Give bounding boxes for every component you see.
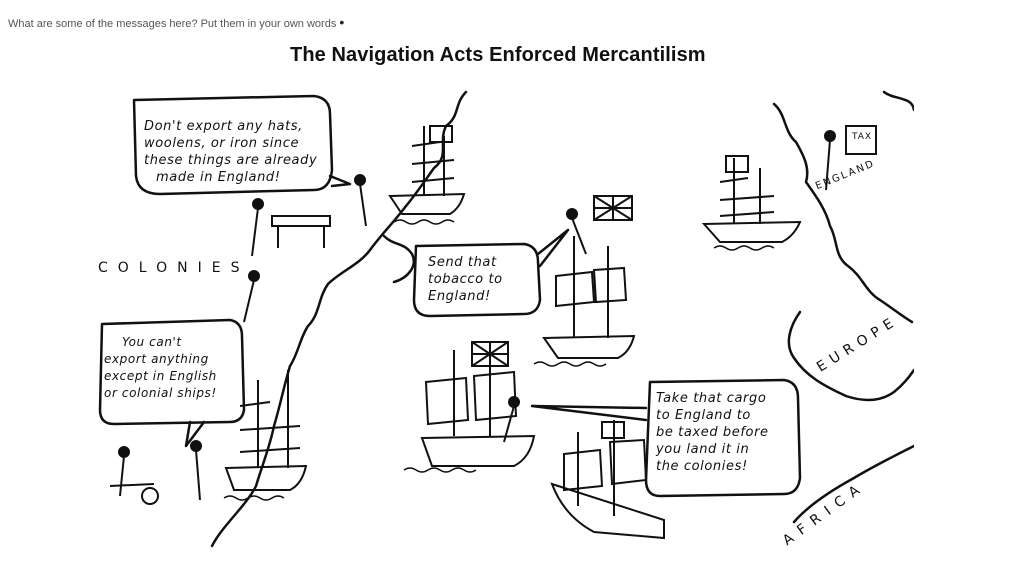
bubble-hats-line-2: woolens, or iron since bbox=[144, 136, 300, 151]
table bbox=[271, 215, 331, 227]
cart-wheel bbox=[141, 487, 159, 505]
bullet-dot: • bbox=[339, 14, 345, 30]
bubble-hats bbox=[132, 94, 334, 196]
cartoon-drawing bbox=[98, 90, 914, 548]
bubble-cargo bbox=[644, 378, 802, 498]
ship-hull-4 bbox=[550, 482, 665, 540]
bubble-hats-text: Don't export any hats, woolens, or iron … bbox=[144, 118, 317, 186]
bubble-hats-line-1: Don't export any hats, bbox=[144, 119, 303, 134]
cartoon-illustration: Don't export any hats, woolens, or iron … bbox=[94, 86, 914, 556]
tax-sign-label: TAX bbox=[851, 132, 873, 142]
bubble-tobacco bbox=[412, 242, 542, 318]
bubble-ships bbox=[98, 318, 246, 426]
bubble-hats-line-3: these things are already bbox=[144, 153, 318, 168]
slide-prompt: What are some of the messages here? Put … bbox=[8, 14, 344, 30]
bubble-hats-tail bbox=[328, 174, 352, 188]
bubble-tobacco-line-1: Send that bbox=[428, 255, 497, 270]
ship-hull-3 bbox=[420, 434, 536, 467]
cartoon-title: The Navigation Acts Enforced Mercantilis… bbox=[290, 44, 706, 66]
bubble-cargo-line-5: the colonies! bbox=[656, 459, 748, 474]
bubble-ships-line-4: or colonial ships! bbox=[104, 386, 217, 400]
colonies-label: COLONIES bbox=[98, 260, 250, 276]
bubble-tobacco-text: Send that tobacco to England! bbox=[428, 254, 503, 305]
bubble-cargo-line-3: be taxed before bbox=[656, 425, 769, 440]
africa-coastline bbox=[792, 444, 914, 524]
ship-flag-4 bbox=[601, 421, 625, 439]
ship-hull-2 bbox=[542, 334, 636, 359]
prompt-text: What are some of the messages here? Put … bbox=[8, 18, 337, 30]
bubble-tobacco-line-3: England! bbox=[428, 289, 491, 304]
ship-hull-5 bbox=[701, 220, 802, 243]
bubble-cargo-line-4: you land it in bbox=[656, 442, 750, 457]
bubble-ships-text: You can't export anything except in Engl… bbox=[104, 334, 217, 402]
tax-sign-board bbox=[845, 125, 877, 155]
ship-hull-1 bbox=[388, 192, 466, 215]
bubble-tobacco-line-2: tobacco to bbox=[428, 272, 503, 287]
ship-hull-6 bbox=[224, 464, 308, 491]
bubble-cargo-text: Take that cargo to England to be taxed b… bbox=[656, 390, 769, 475]
bubble-ships-line-1: You can't bbox=[122, 335, 182, 349]
europe-coastline bbox=[772, 90, 914, 324]
bubble-ships-line-3: except in English bbox=[104, 369, 217, 383]
bubble-cargo-tail bbox=[530, 404, 648, 422]
europe-peninsula bbox=[787, 310, 914, 402]
bubble-cargo-line-1: Take that cargo bbox=[656, 391, 767, 406]
bubble-hats-line-4: made in England! bbox=[156, 170, 281, 185]
bubble-ships-tail bbox=[184, 420, 206, 448]
bubble-tobacco-tail bbox=[536, 228, 570, 268]
bubble-ships-line-2: export anything bbox=[104, 352, 209, 366]
ship-flag-1 bbox=[429, 125, 453, 143]
ship-flag-5 bbox=[725, 155, 749, 173]
coast-inlet bbox=[382, 234, 415, 284]
bubble-cargo-line-2: to England to bbox=[656, 408, 751, 423]
